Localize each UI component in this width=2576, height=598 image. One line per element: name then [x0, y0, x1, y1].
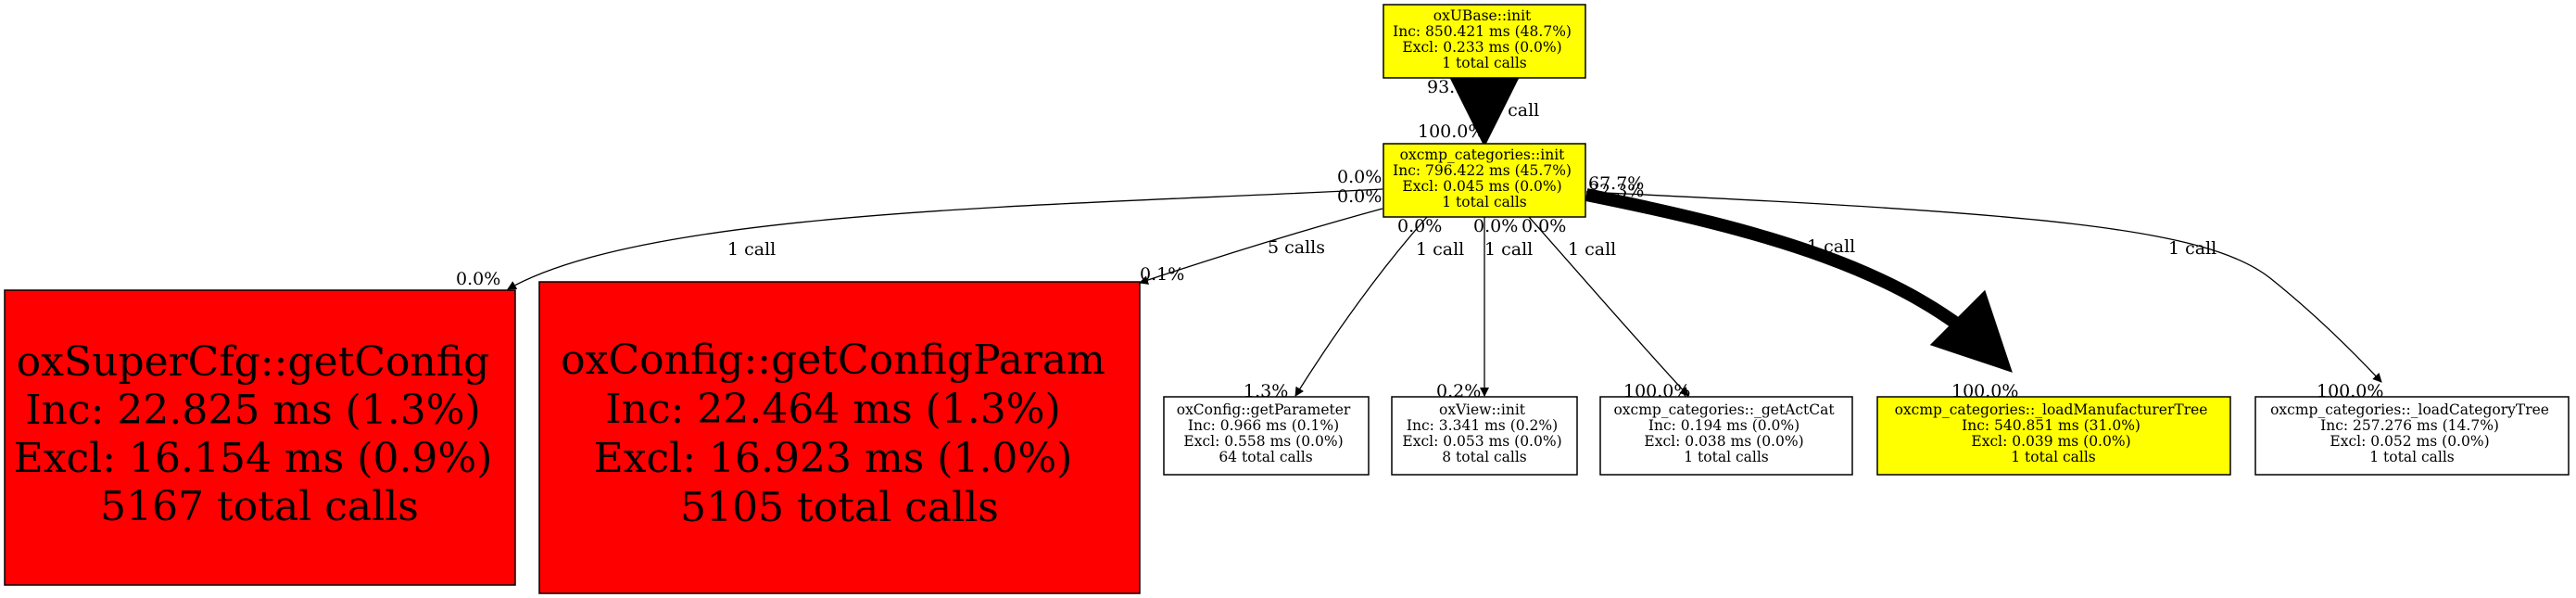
node-text: oxConfig::getParameter Inc: 0.966 ms (0.… [1177, 401, 1356, 465]
node-text: oxView::init Inc: 3.341 ms (0.2%) Excl: … [1402, 401, 1566, 465]
node-title: oxConfig::getParameter [1177, 401, 1351, 418]
node-text: oxcmp_categories::init Inc: 796.422 ms (… [1393, 146, 1576, 210]
node-inclusive: Inc: 850.421 ms (48.7%) [1393, 23, 1572, 40]
node-exclusive: Excl: 0.052 ms (0.0%) [2330, 433, 2489, 450]
edge-path [1139, 208, 1383, 285]
edge-path [1294, 216, 1428, 397]
node-inclusive: Inc: 22.825 ms (1.3%) [25, 387, 481, 434]
node-calls: 5167 total calls [100, 483, 419, 530]
node-calls: 1 total calls [1442, 194, 1527, 210]
node-inclusive: Inc: 3.341 ms (0.2%) [1407, 417, 1558, 434]
node-calls: 1 total calls [1684, 449, 1769, 465]
edge-tail-pct: 0.0% [1522, 216, 1566, 236]
node-title: oxConfig::getConfigParam [561, 337, 1105, 384]
node-getconfig[interactable]: oxSuperCfg::getConfig Inc: 22.825 ms (1.… [4, 289, 516, 586]
edge-categories-init-to-getparameter: 1 call 0.0% 1.3% [1244, 216, 1464, 401]
node-inclusive: Inc: 0.194 ms (0.0%) [1648, 417, 1799, 434]
node-box [1383, 143, 1586, 218]
edge-call-label: 1 call [1807, 236, 1855, 257]
edge-path [1528, 216, 1689, 397]
edge-categories-init-to-loadcategorytree: 1 call 32.3% 100.0% [1585, 181, 2383, 401]
node-box [2254, 396, 2570, 476]
node-title: oxcmp_categories::_getActCat [1613, 401, 1835, 418]
node-calls: 64 total calls [1219, 449, 1312, 465]
node-view-init[interactable]: oxView::init Inc: 3.341 ms (0.2%) Excl: … [1391, 396, 1578, 476]
node-getconfigparam[interactable]: oxConfig::getConfigParam Inc: 22.464 ms … [538, 281, 1141, 594]
edge-path [507, 188, 1383, 290]
edge-categories-init-to-getconfigparam: 5 calls 0.0% 0.1% [1139, 186, 1383, 285]
node-box [1391, 396, 1578, 476]
edge-tail-pct: 0.0% [1397, 216, 1442, 236]
node-exclusive: Excl: 0.039 ms (0.0%) [1971, 433, 2130, 450]
node-calls: 5105 total calls [680, 484, 999, 531]
edge-ubase-init-to-categories-init: 1 call 93.9% 100.0% [1418, 69, 1539, 147]
node-ubase-init[interactable]: oxUBase::init Inc: 850.421 ms (48.7%) Ex… [1383, 4, 1586, 79]
edge-path [1585, 188, 2013, 373]
edge-tail-pct: 67.7% [1588, 173, 1644, 194]
edge-categories-init-to-getconfig: 1 call 0.0% 0.0% [456, 167, 1383, 290]
node-text: oxConfig::getConfigParam Inc: 22.464 ms … [561, 337, 1118, 531]
edge-call-label: 1 call [2168, 238, 2216, 259]
node-box [4, 289, 516, 586]
node-inclusive: Inc: 257.276 ms (14.7%) [2320, 417, 2499, 434]
node-loadmanufacturertree[interactable]: oxcmp_categories::_loadManufacturerTree … [1876, 396, 2231, 476]
node-calls: 1 total calls [1442, 55, 1527, 71]
node-getactcat[interactable]: oxcmp_categories::_getActCat Inc: 0.194 … [1599, 396, 1853, 476]
node-title: oxcmp_categories::_loadCategoryTree [2270, 401, 2549, 418]
node-title: oxSuperCfg::getConfig [17, 338, 490, 386]
edge-head-pct: 0.0% [456, 269, 500, 289]
node-inclusive: Inc: 0.966 ms (0.1%) [1188, 417, 1339, 434]
node-exclusive: Excl: 0.233 ms (0.0%) [1402, 39, 1561, 56]
node-box [1876, 396, 2231, 476]
edge-tail-pct: 0.0% [1473, 216, 1518, 236]
node-exclusive: Excl: 0.045 ms (0.0%) [1402, 178, 1561, 195]
edge-head-pct: 100.0% [1418, 121, 1484, 142]
edge-path [1585, 191, 2382, 383]
node-title: oxcmp_categories::init [1400, 146, 1566, 163]
edge-categories-init-to-loadmanufacturertree: 1 call 67.7% 100.0% [1585, 173, 2018, 401]
node-inclusive: Inc: 22.464 ms (1.3%) [605, 386, 1061, 433]
node-exclusive: Excl: 16.923 ms (1.0%) [594, 435, 1073, 482]
node-exclusive: Excl: 0.558 ms (0.0%) [1183, 433, 1343, 450]
node-box [538, 281, 1141, 594]
edge-tail-pct: 93.9% [1427, 77, 1483, 97]
edge-call-label: 5 calls [1268, 237, 1325, 258]
edge-categories-init-to-getactcat: 1 call 0.0% 100.0% [1522, 216, 1690, 401]
node-box [1599, 396, 1853, 476]
node-text: oxcmp_categories::_loadManufacturerTree … [1895, 401, 2213, 465]
edge-tail-pct: 32.3% [1588, 181, 1644, 201]
node-exclusive: Excl: 16.154 ms (0.9%) [14, 435, 493, 482]
edge-tail-pct: 0.0% [1337, 167, 1382, 187]
node-inclusive: Inc: 540.851 ms (31.0%) [1962, 417, 2140, 434]
node-title: oxcmp_categories::_loadManufacturerTree [1895, 401, 2208, 418]
node-categories-init[interactable]: oxcmp_categories::init Inc: 796.422 ms (… [1383, 143, 1586, 218]
node-exclusive: Excl: 0.038 ms (0.0%) [1644, 433, 1803, 450]
node-exclusive: Excl: 0.053 ms (0.0%) [1402, 433, 1561, 450]
edge-call-label: 1 call [1484, 239, 1533, 260]
node-text: oxUBase::init Inc: 850.421 ms (48.7%) Ex… [1393, 7, 1576, 71]
edge-call-label: 1 call [1491, 100, 1539, 121]
node-calls: 8 total calls [1442, 449, 1527, 465]
node-text: oxcmp_categories::_loadCategoryTree Inc:… [2270, 401, 2554, 465]
node-text: oxcmp_categories::_getActCat Inc: 0.194 … [1613, 401, 1838, 465]
node-calls: 1 total calls [2369, 449, 2455, 465]
node-calls: 1 total calls [2011, 449, 2096, 465]
node-text: oxSuperCfg::getConfig Inc: 22.825 ms (1.… [14, 338, 506, 530]
edge-tail-pct: 0.0% [1337, 186, 1382, 207]
node-title: oxUBase::init [1433, 7, 1532, 24]
edge-head-pct: 0.1% [1140, 264, 1184, 285]
node-title: oxView::init [1439, 401, 1526, 418]
edge-call-label: 1 call [1568, 239, 1616, 260]
node-inclusive: Inc: 796.422 ms (45.7%) [1393, 162, 1572, 179]
edge-call-label: 1 call [1416, 239, 1464, 260]
node-loadcategorytree[interactable]: oxcmp_categories::_loadCategoryTree Inc:… [2254, 396, 2570, 476]
node-box [1383, 4, 1586, 79]
node-getparameter[interactable]: oxConfig::getParameter Inc: 0.966 ms (0.… [1163, 396, 1370, 476]
node-box [1163, 396, 1370, 476]
edge-call-label: 1 call [727, 239, 776, 260]
